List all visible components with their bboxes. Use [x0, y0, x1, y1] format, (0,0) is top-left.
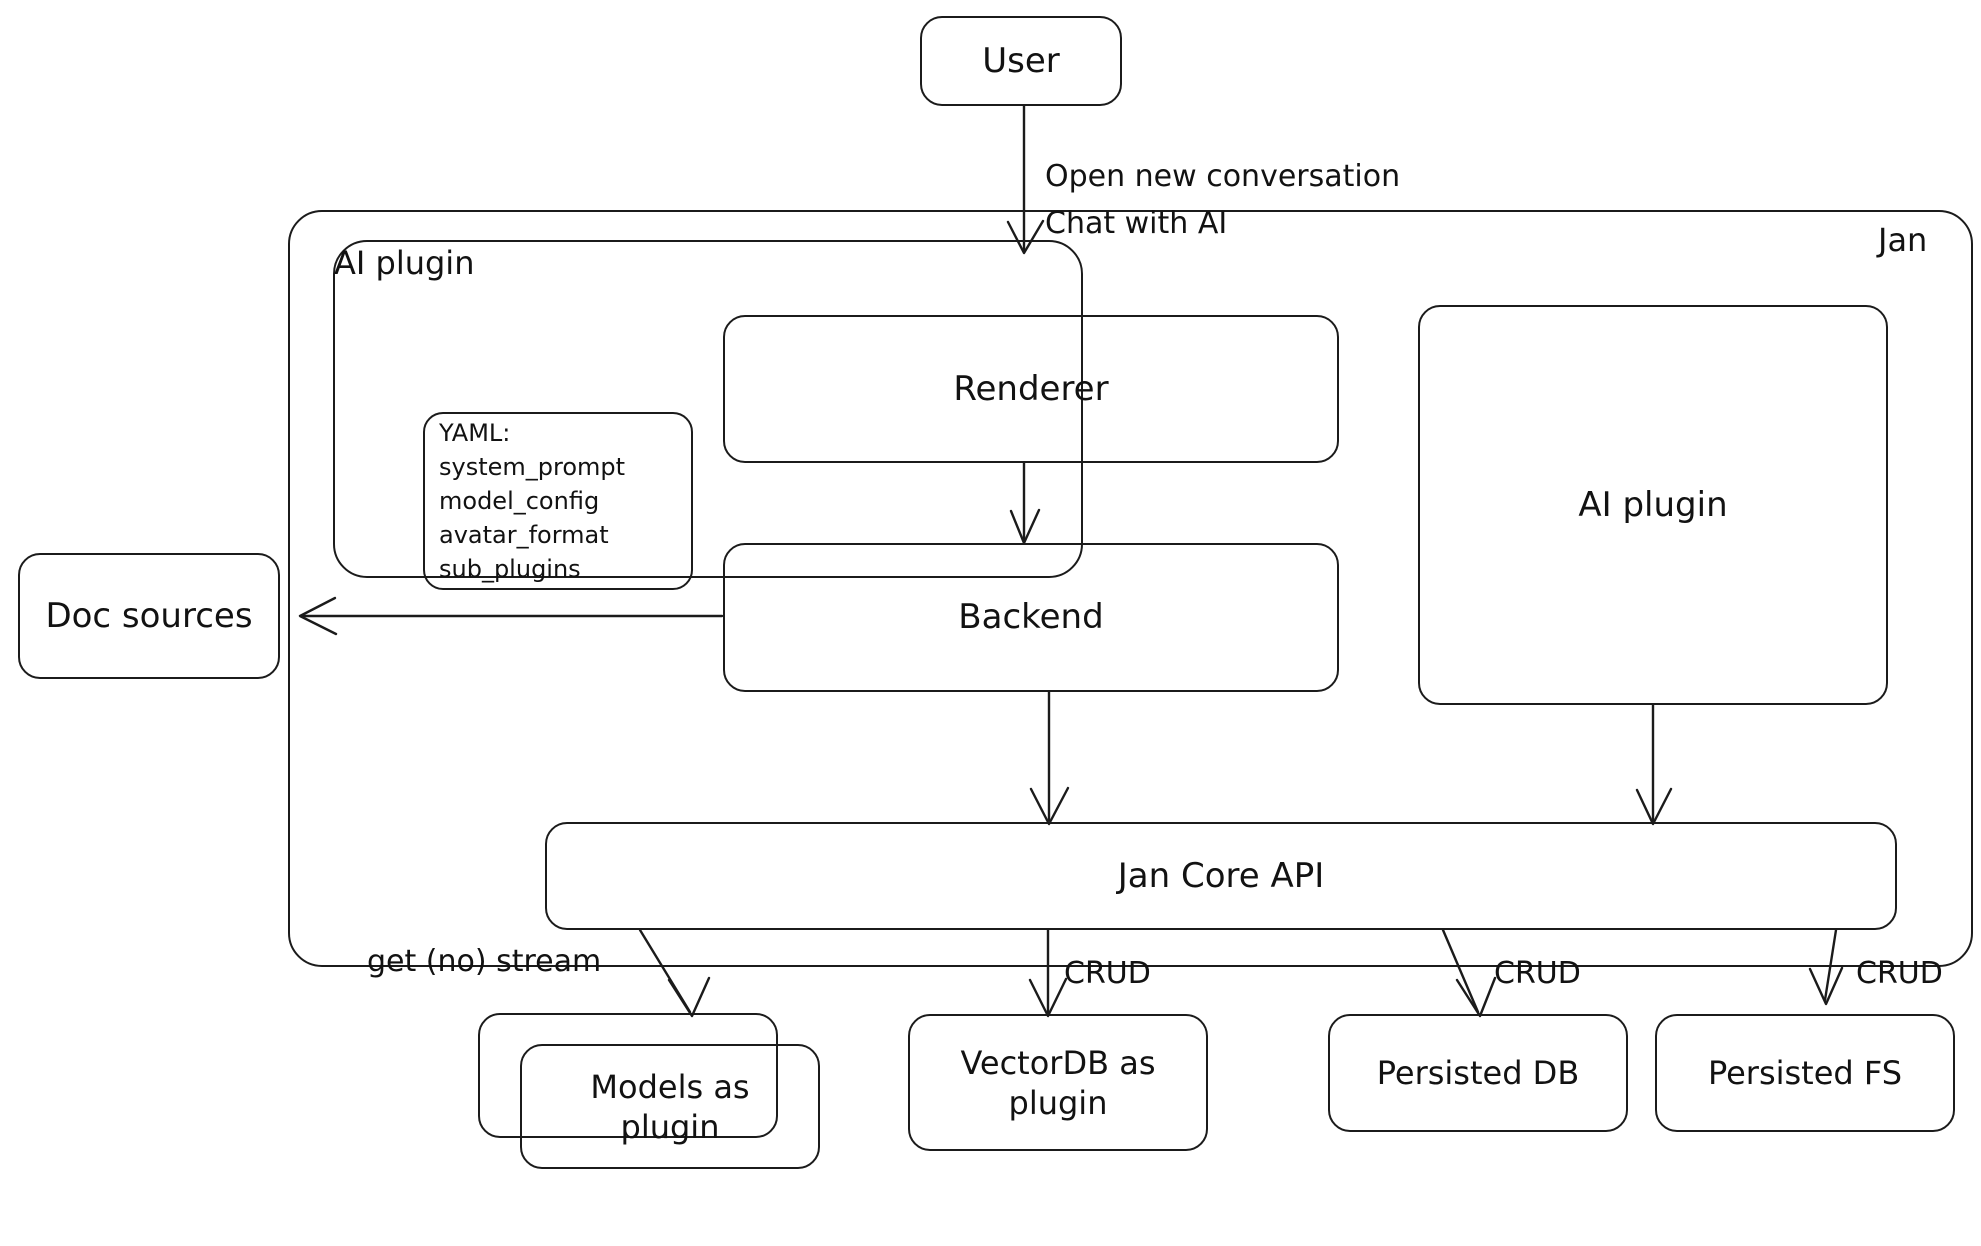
node-vectordb-as-plugin-label: VectorDB as plugin	[960, 1043, 1156, 1122]
edge-label-user-to-renderer-line1: Open new conversation	[1045, 159, 1401, 194]
yaml-title: YAML:	[439, 418, 511, 447]
yaml-item-system-prompt: system_prompt	[439, 452, 626, 481]
edge-label-crud-persisted-fs: CRUD	[1856, 956, 1943, 991]
node-vectordb-as-plugin[interactable]: VectorDB as plugin	[908, 1014, 1208, 1151]
node-backend[interactable]: Backend	[723, 543, 1339, 692]
jan-outer-container	[288, 210, 1973, 967]
node-models-as-plugin[interactable]: Models as plugin	[520, 1044, 820, 1169]
node-persisted-fs[interactable]: Persisted FS	[1655, 1014, 1955, 1132]
ai-plugin-container-label: AI plugin	[334, 244, 475, 282]
arrowhead-core-api-to-persisted-db	[1455, 976, 1497, 1018]
arrowhead-core-api-to-vectordb	[1028, 977, 1068, 1018]
node-doc-sources[interactable]: Doc sources	[18, 553, 280, 679]
node-ai-plugin-right-label: AI plugin	[1578, 484, 1728, 525]
edge-label-user-to-renderer-line2: Chat with AI	[1045, 206, 1228, 241]
node-persisted-db-label: Persisted DB	[1376, 1054, 1580, 1092]
jan-container-label: Jan	[1878, 221, 1928, 259]
node-jan-core-api[interactable]: Jan Core API	[545, 822, 1897, 930]
yaml-item-sub-plugins: sub_plugins	[439, 555, 581, 584]
node-user[interactable]: User	[920, 16, 1122, 106]
node-user-label: User	[982, 40, 1060, 81]
edge-label-crud-persisted-db: CRUD	[1494, 956, 1581, 991]
node-renderer-label: Renderer	[953, 368, 1109, 409]
node-persisted-fs-label: Persisted FS	[1707, 1054, 1903, 1092]
arrowhead-core-api-to-persisted-fs	[1808, 966, 1844, 1006]
arrowhead-core-api-to-models	[667, 976, 711, 1018]
edge-label-crud-vectordb: CRUD	[1064, 956, 1151, 991]
node-backend-label: Backend	[958, 597, 1104, 638]
node-models-as-plugin-label: Models as plugin	[590, 1067, 750, 1146]
yaml-item-model-config: model_config	[439, 486, 600, 515]
node-ai-plugin-right[interactable]: AI plugin	[1418, 305, 1888, 705]
node-models-as-plugin-stack-back	[478, 1013, 778, 1138]
edge-label-get-no-stream: get (no) stream	[367, 944, 602, 979]
yaml-config-box: YAML: system_prompt model_config avatar_…	[423, 412, 693, 590]
node-renderer[interactable]: Renderer	[723, 315, 1339, 463]
node-jan-core-api-label: Jan Core API	[1117, 855, 1325, 896]
node-doc-sources-label: Doc sources	[45, 595, 253, 636]
yaml-item-avatar-format: avatar_format	[439, 521, 609, 550]
ai-plugin-inner-container	[333, 240, 1083, 578]
node-persisted-db[interactable]: Persisted DB	[1328, 1014, 1628, 1132]
